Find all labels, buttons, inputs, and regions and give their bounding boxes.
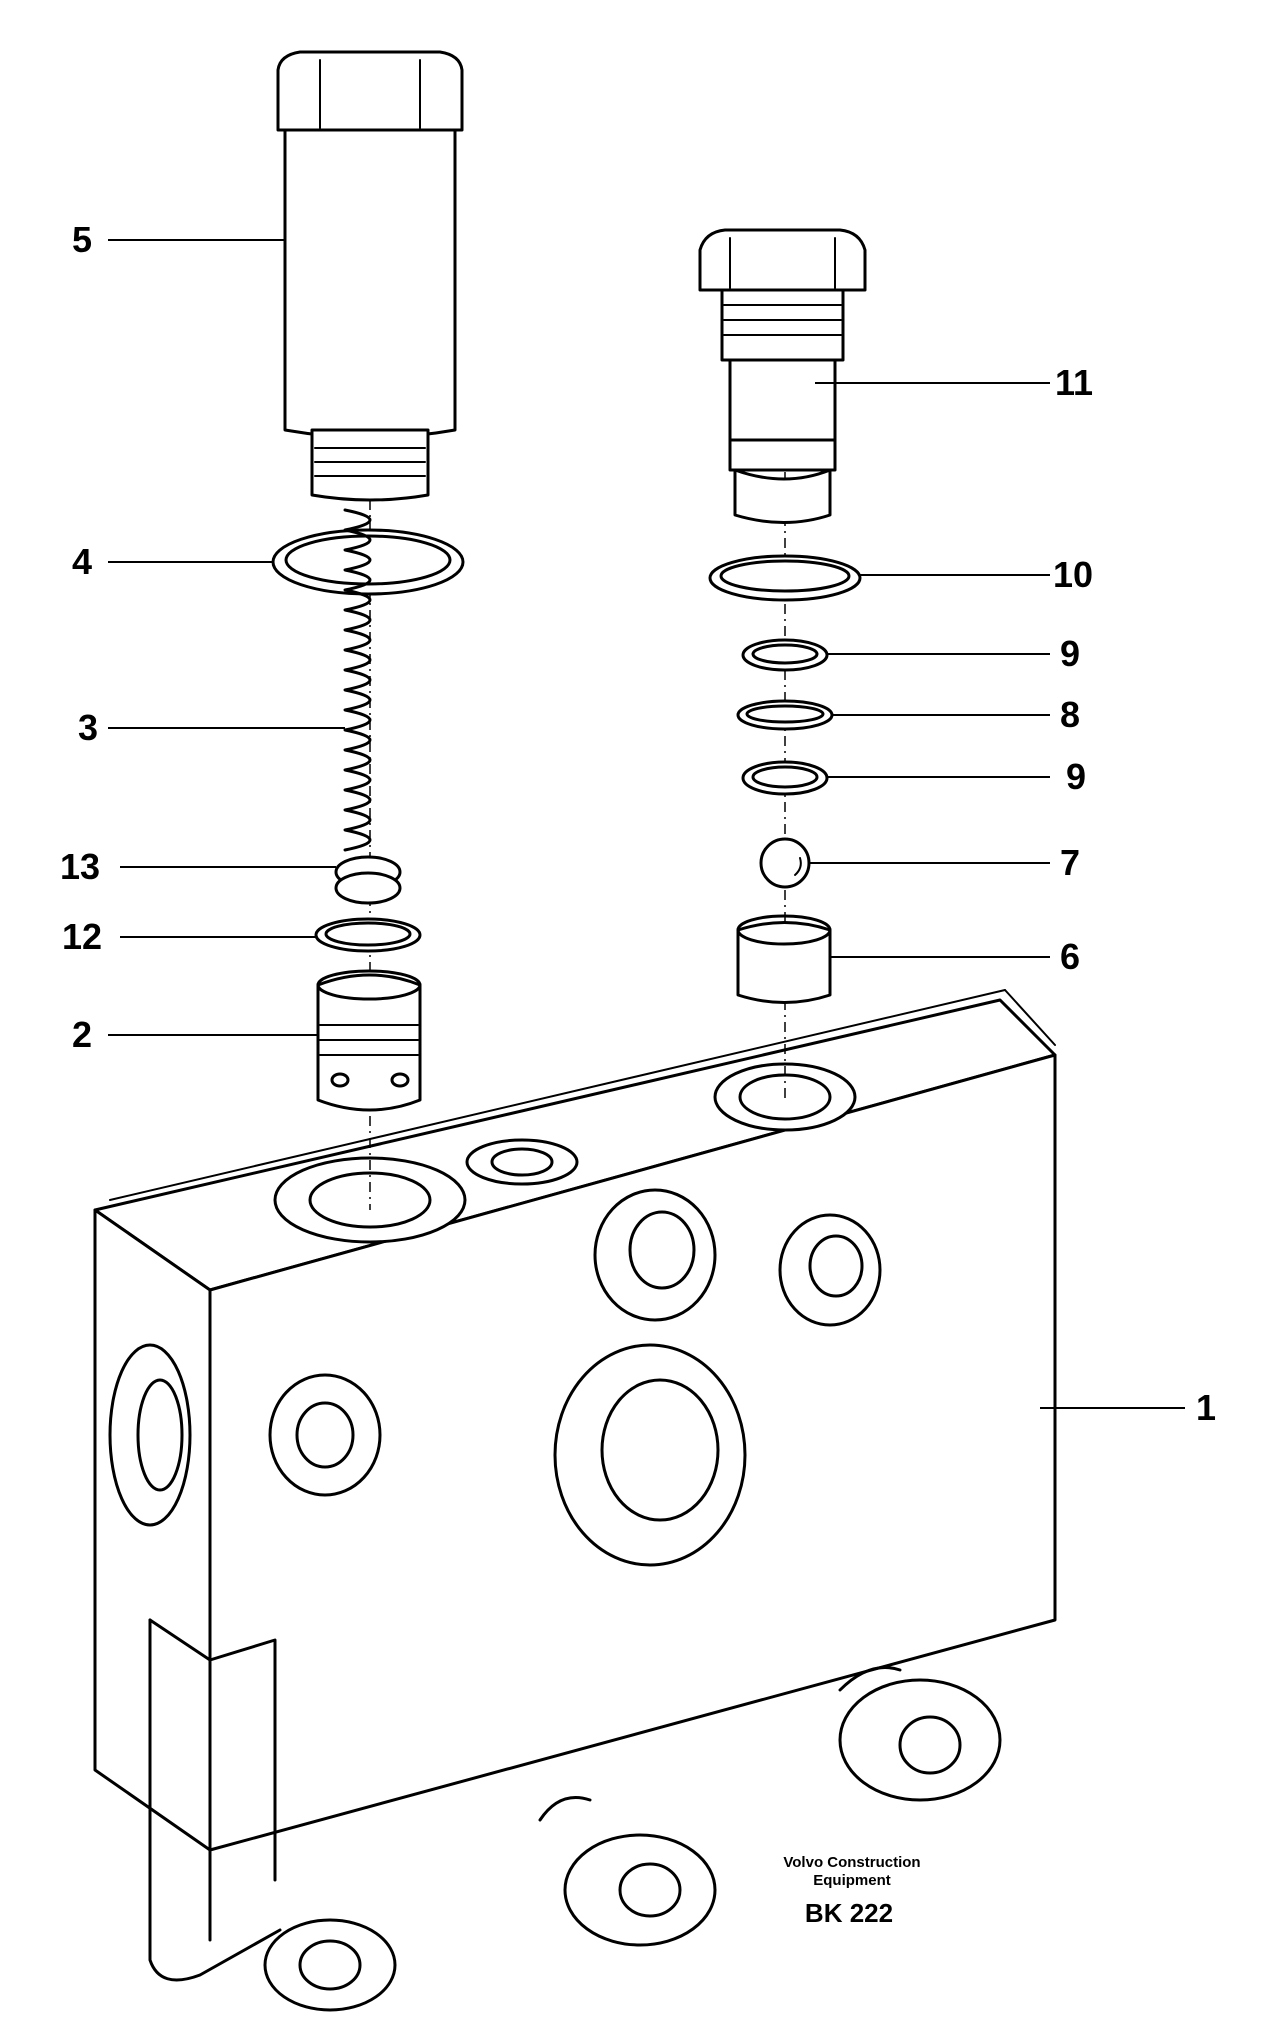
- caption-line-2: Equipment: [813, 1872, 891, 1889]
- callout-13: 13: [60, 846, 100, 887]
- relief-valve-cap: [276, 50, 464, 502]
- valve-block: [93, 989, 1057, 2012]
- diagram-caption: Volvo Construction Equipment BK 222: [783, 1854, 920, 1928]
- callout-7: 7: [1060, 842, 1080, 883]
- callout-labels: 5 4 3 13 12 2 11 10 9 8 9 7 6 1: [60, 219, 1216, 1428]
- callout-10: 10: [1053, 554, 1093, 595]
- check-valve-plug: [698, 228, 867, 524]
- callout-8: 8: [1060, 694, 1080, 735]
- callout-11: 11: [1055, 362, 1093, 403]
- callout-12: 12: [62, 916, 102, 957]
- callout-1: 1: [1196, 1387, 1216, 1428]
- valve-seat: [736, 914, 832, 1004]
- left-valve-stack: [271, 50, 465, 1210]
- callout-3: 3: [78, 707, 98, 748]
- callout-9-upper: 9: [1060, 633, 1080, 674]
- o-ring-10: [708, 554, 862, 602]
- callout-5: 5: [72, 219, 92, 260]
- caption-line-1: Volvo Construction: [783, 1854, 920, 1871]
- right-valve-stack: [698, 228, 867, 1100]
- callout-4: 4: [72, 541, 92, 582]
- leader-lines: [108, 239, 1185, 1409]
- callout-2: 2: [72, 1014, 92, 1055]
- callout-9-lower: 9: [1066, 756, 1086, 797]
- compression-spring: [343, 508, 372, 852]
- callout-6: 6: [1060, 936, 1080, 977]
- valve-insert: [316, 969, 422, 1112]
- caption-code: BK 222: [805, 1898, 893, 1928]
